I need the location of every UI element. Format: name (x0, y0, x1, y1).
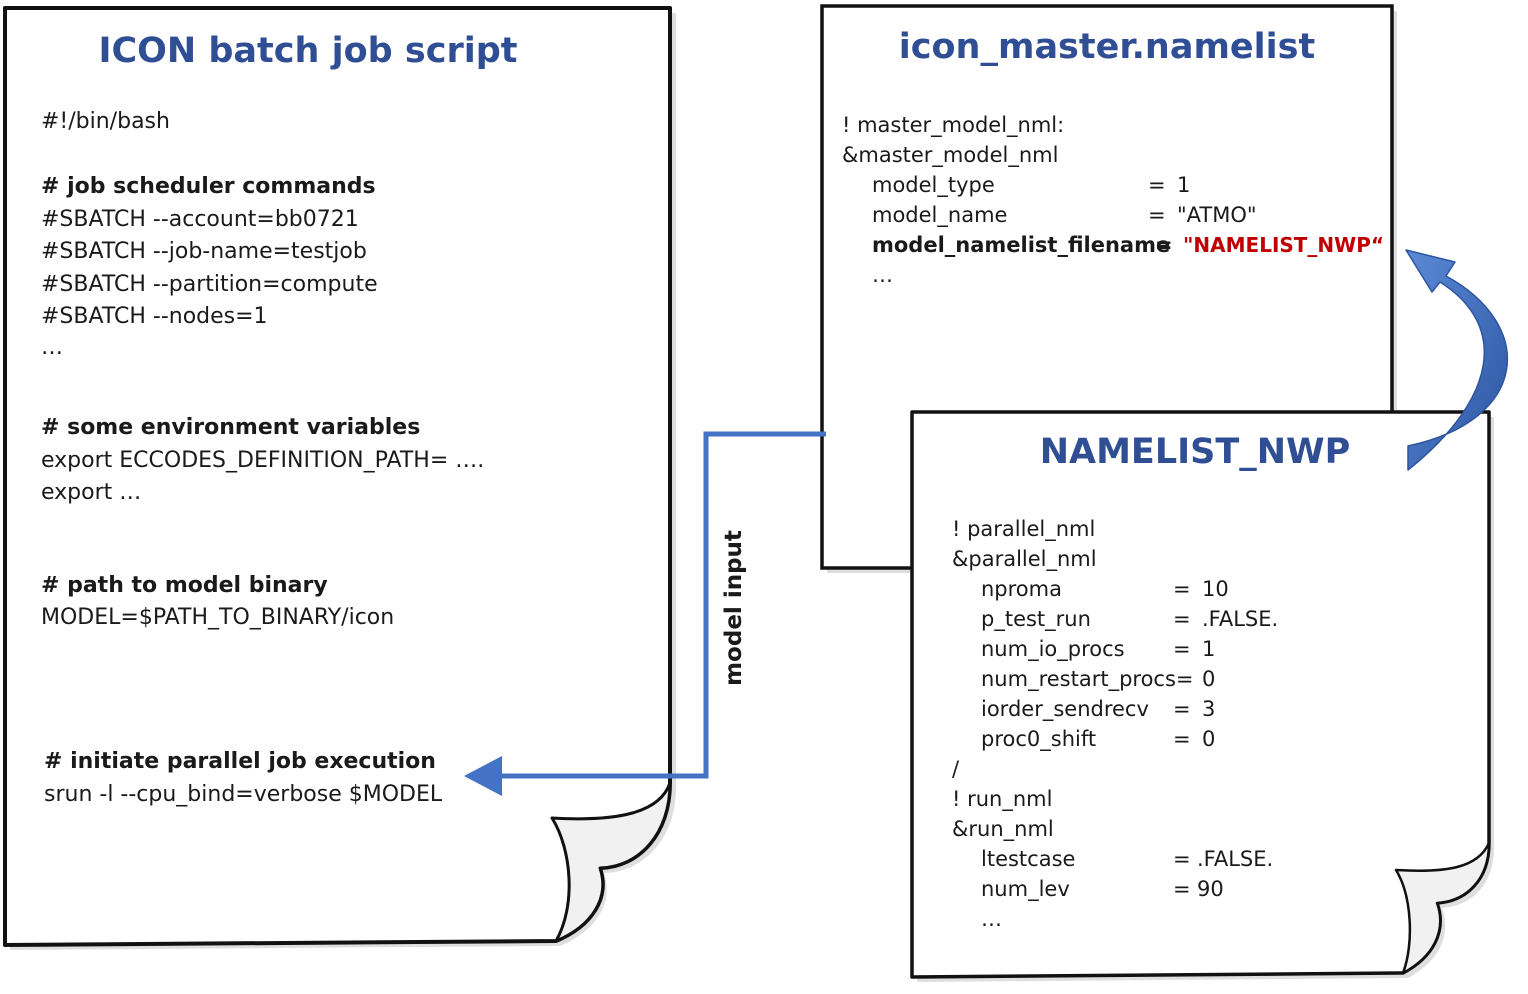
master-group: &master_model_nml (842, 143, 1058, 168)
namelist-equals: = (1173, 727, 1191, 751)
batch-script-page-curl (550, 781, 672, 943)
namelist-value: 0 (1202, 727, 1215, 751)
namelist-equals: = (1148, 203, 1166, 227)
scheduler-ellipsis: … (41, 335, 63, 360)
exec-comment: # initiate parallel job execution (44, 749, 436, 774)
model-input-label: model input (721, 530, 747, 686)
highlight-value: "NAMELIST_NWP“ (1183, 233, 1384, 257)
run-comment: ! run_nml (952, 787, 1052, 812)
binary-line: MODEL=$PATH_TO_BINARY/icon (41, 605, 394, 630)
master-comment: ! master_model_nml: (842, 113, 1064, 138)
namelist-key: num_restart_procs= (981, 667, 1194, 692)
env-line: export … (41, 480, 141, 505)
namelist-key: nproma (981, 577, 1062, 601)
curved-arrow-body (1405, 249, 1509, 471)
namelist-key: p_test_run (981, 607, 1091, 632)
env-comment: # some environment variables (41, 415, 420, 440)
namelist-value: .FALSE. (1197, 847, 1273, 871)
shebang-line: #!/bin/bash (41, 109, 170, 134)
namelist-value: 10 (1202, 577, 1229, 601)
model-input-connector: model input (464, 431, 826, 796)
master-ellipsis: … (872, 263, 893, 287)
parallel-comment: ! parallel_nml (952, 517, 1095, 542)
namelist-value: .FALSE. (1202, 607, 1278, 631)
batch-script-title: ICON batch job script (98, 31, 517, 71)
batch-script-page: ICON batch job script #!/bin/bash # job … (3, 6, 676, 950)
model-input-line (500, 431, 826, 779)
namelist-value: 1 (1177, 173, 1190, 197)
parallel-group: &parallel_nml (952, 547, 1097, 572)
group-terminator: / (952, 757, 960, 781)
model-input-arrowhead (464, 756, 502, 796)
exec-line: srun -l --cpu_bind=verbose $MODEL (44, 782, 443, 807)
nwp-namelist-page-curl (1394, 841, 1491, 975)
master-namelist-title: icon_master.namelist (899, 27, 1315, 67)
namelist-key: model_name (872, 203, 1007, 228)
namelist-value: 1 (1202, 637, 1215, 661)
binary-comment: # path to model binary (41, 573, 328, 598)
scheduler-comment: # job scheduler commands (41, 174, 376, 199)
namelist-equals: = (1173, 847, 1191, 871)
namelist-equals: = (1148, 173, 1166, 197)
namelist-key: proc0_shift (981, 727, 1096, 752)
env-line: export ECCODES_DEFINITION_PATH= …. (41, 448, 484, 473)
namelist-equals: = (1173, 607, 1191, 631)
run-group: &run_nml (952, 817, 1054, 842)
nwp-namelist-title: NAMELIST_NWP (1040, 432, 1351, 472)
sbatch-line: #SBATCH --partition=compute (41, 272, 378, 297)
nwp-ellipsis: … (981, 907, 1002, 931)
namelist-value: "ATMO" (1177, 203, 1257, 227)
namelist-key: model_type (872, 173, 995, 198)
highlight-key: model_namelist_filename (872, 233, 1170, 257)
namelist-key: num_lev (981, 877, 1070, 902)
sbatch-line: #SBATCH --account=bb0721 (41, 207, 359, 232)
highlight-equals: = (1155, 233, 1173, 257)
namelist-value: 3 (1202, 697, 1215, 721)
namelist-equals: = (1173, 577, 1191, 601)
namelist-equals: = (1173, 697, 1191, 721)
namelist-key: ltestcase (981, 847, 1075, 871)
namelist-equals: = (1173, 637, 1191, 661)
sbatch-line: #SBATCH --job-name=testjob (41, 239, 367, 264)
curved-reference-arrow (1405, 249, 1509, 471)
sbatch-line: #SBATCH --nodes=1 (41, 304, 268, 329)
namelist-equals: = (1173, 877, 1191, 901)
namelist-key: num_io_procs (981, 637, 1125, 662)
nwp-namelist-page: NAMELIST_NWP ! parallel_nml &parallel_nm… (910, 410, 1494, 982)
namelist-value: 0 (1202, 667, 1215, 691)
namelist-key: iorder_sendrecv (981, 697, 1149, 722)
namelist-value: 90 (1197, 877, 1224, 901)
